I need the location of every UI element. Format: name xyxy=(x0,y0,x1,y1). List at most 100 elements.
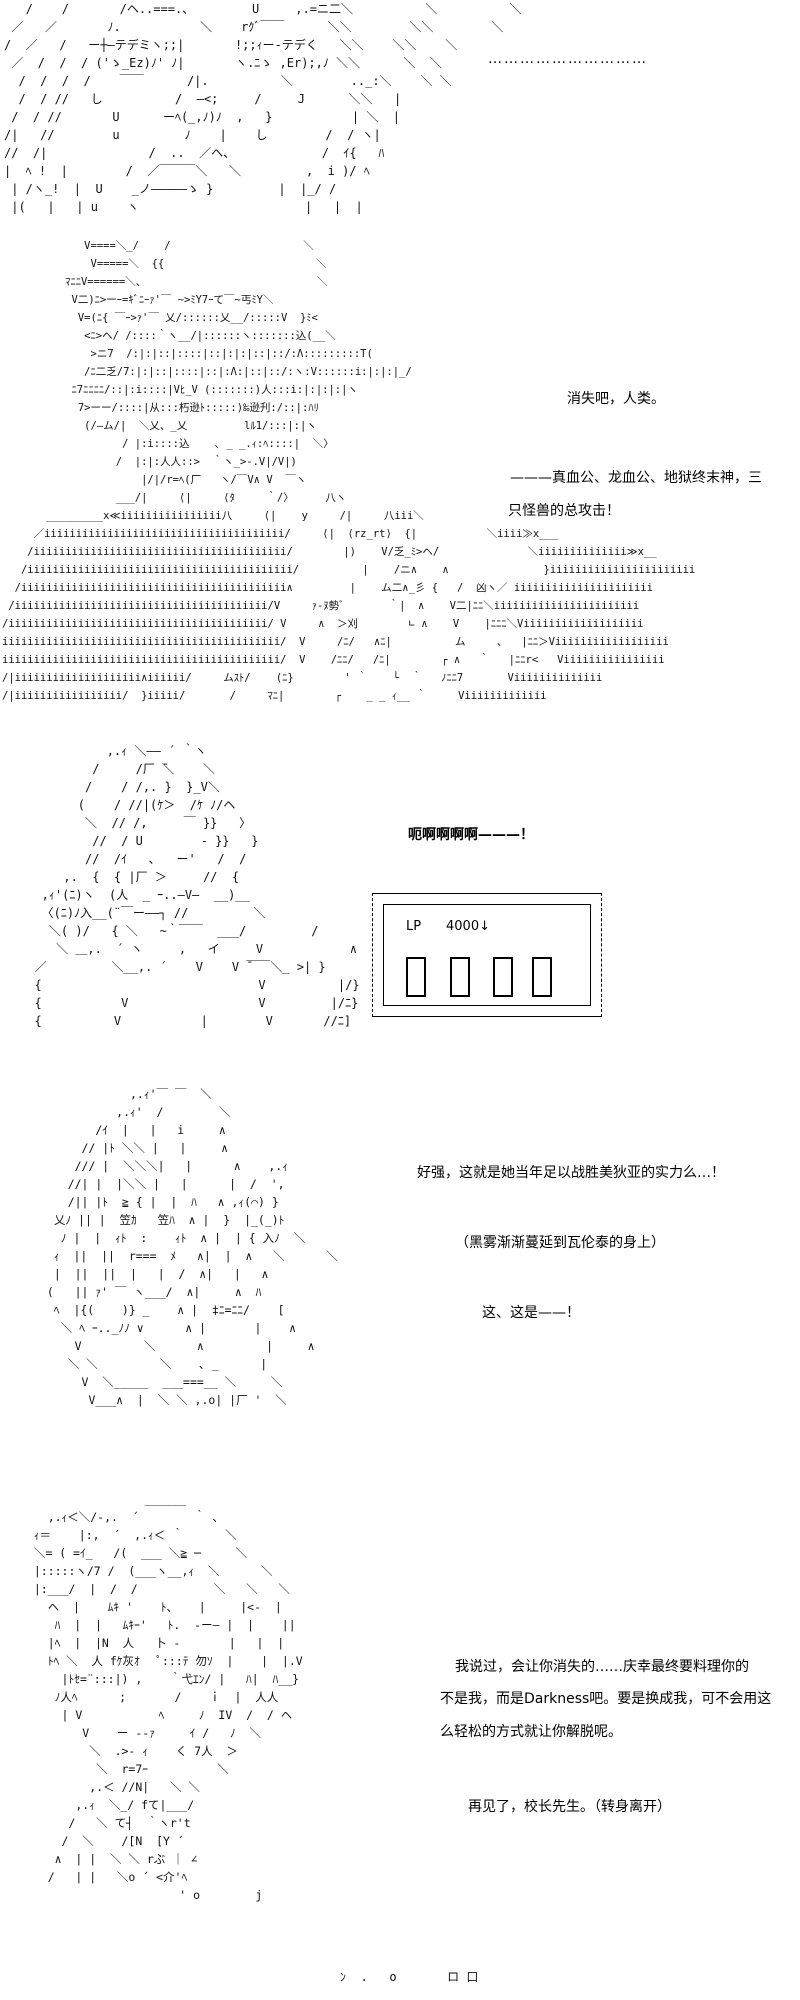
panel3-ascii-art: ,.ｨ ＼—— ´ ｀ヽ / /厂 ̄＼ ＼ / / /,. } }_V＼ ( … xyxy=(20,742,360,1030)
ascii-art-line: | /ヽ_! | U _ノ―――――ゝ } | |_/ / xyxy=(4,182,337,196)
ascii-art-line: 乂ﾉ || | 笠ｶ 笠ﾊ ∧ | } |_(_)ﾄ xyxy=(40,1213,285,1227)
ascii-art-line: | ﾍ ! | / ／￣￣￣＼ ＼ , i )/ ﾍ xyxy=(4,164,370,178)
ascii-art-line: ﾉ人ﾍ ; / ｉ | 人人 xyxy=(20,1690,279,1704)
panel2-dialogue-1: 消失吧，人类。 xyxy=(567,391,665,407)
ascii-art-line: ／ ＼__,. ´ V V ̄￣￣＼_ >| } xyxy=(20,960,326,974)
ascii-art-line: / / // U ーﾍ(_,ﾉ)ﾉ , } | ＼ | xyxy=(4,110,401,124)
ascii-art-line: / / /ヘ..===.、 U ,.=ニ二＼ ＼ ＼ xyxy=(4,2,522,16)
ascii-art-line: ﾊ | | ﾑｷｰ' ﾄ. ‐ー― | | || xyxy=(20,1618,296,1632)
ascii-art-line: / / /,. } }_V＼ xyxy=(20,780,220,794)
ascii-art-line: ,.ｨ ＼_/ fて|___/ xyxy=(20,1798,195,1812)
ascii-art-line: | V ﾍ ﾉ IV / / ヘ xyxy=(20,1708,293,1722)
ascii-art-line: |:___/ | / / ＼ ＼ ＼ xyxy=(20,1582,290,1596)
ascii-art-line: ﾏﾆﾆV======＼、 ＼ xyxy=(2,276,328,288)
ascii-art-line: ヘ | ﾑｷ ' ﾄ、 | |<- | xyxy=(20,1600,282,1614)
ascii-art-line: |ﾄｾ=¨:::|) , ｀弋ｴﾝ/ | ﾊ| ﾊ__} xyxy=(20,1672,300,1686)
panel5-ascii-art: ______ ,.ｨ＜＼/-,. ´ ｀ ､ ｨ＝ |:, ´ ,.ｨ＜ ｀ ＼… xyxy=(20,1490,303,1904)
ascii-art-line: ﾆ7ﾆﾆﾆﾆ/::|:i::::|Vﾋ_V (:::::::)人:::i:|:|… xyxy=(2,384,358,396)
panel5-dialogue-line-3: 么轻松的方式就让你解脱呢。 xyxy=(440,1724,622,1740)
ascii-art-line: ＼( )/ { ＼ ~｀￣￣ ___/ / xyxy=(20,924,319,938)
ascii-art-line: ／ / / / ('ゝ_Ez)ﾉ' ﾉ| ヽ.ﾆゝ ,Er);,ﾉ ＼＼ ＼ ＼ xyxy=(4,56,442,70)
ascii-art-line: V=====＼ {{ ＼ xyxy=(2,258,327,270)
ascii-art-line: 7>ーー/::::|从:::朽逊ﾄ:::::)‰逊刋:/::|:ﾊﾘ xyxy=(2,402,319,414)
ascii-art-line: // /| / .. ／ヘ、 / ｲ{ ﾊ xyxy=(4,146,385,160)
ascii-art-line: ＼ ＿,. ´ ヽ , イ V ∧ xyxy=(20,942,357,956)
ascii-art-line: ,.＜ //N| ＼ ＼ xyxy=(20,1780,200,1794)
ascii-art-line: ＼ r=7ｰ ＼ xyxy=(20,1762,229,1776)
ascii-art-line: // |ﾄ ＼＼ | | ∧ xyxy=(40,1141,228,1155)
ascii-art-line: ' o j xyxy=(20,1888,263,1902)
ascii-art-line: ＼ ＼ ＼ ､ _ | xyxy=(40,1357,268,1371)
ascii-art-line: |/|/r=ﾍ(厂 ヽ/￣V∧ V ￣ヽ xyxy=(2,474,307,486)
ascii-art-line: ___/| ⟨| ⟨ﾀ ｀/〉 八ヽ xyxy=(2,492,347,504)
ascii-art-line: /ｲ | | i ∧ xyxy=(40,1123,226,1137)
ascii-art-line: /iiiiiiiiiiiiiiiiiiiiiiiiiiiiiiiiiiiiiii… xyxy=(2,600,640,612)
ascii-art-line: <ﾆ>ヘ/ /::::｀ヽ__/|::::::ヽ:::::::込(__＼ xyxy=(2,330,336,342)
ascii-art-line: V====＼_/ / ＼ xyxy=(2,240,314,252)
ascii-art-line: ／ ／ ﾉ. ＼ rｸﾞ￣￣ ＼＼ ＼＼ ＼ xyxy=(4,20,504,34)
ascii-art-line: { V | V //ﾆ] xyxy=(20,1014,352,1028)
ascii-art-line: / /厂 ̄＼ ＼ xyxy=(20,762,215,776)
ascii-art-line: /iiiiiiiiiiiiiiiiiiiiiiiiiiiiiiiiiiiiiii… xyxy=(2,618,644,630)
panel5-dialogue-line-2: 不是我，而是Darkness吧。要是换成我，可不会用这 xyxy=(440,1691,772,1707)
ascii-art-line: V ＼ ∧ | ∧ xyxy=(40,1339,315,1353)
ascii-art-line: ｨ＝ |:, ´ ,.ｨ＜ ｀ ＼ xyxy=(20,1528,237,1542)
ascii-art-line: /ﾆ二乏/7:|:|::|::::|::|:Λ:|::|::/:ヽ:V:::::… xyxy=(2,366,412,378)
ascii-art-line: // /ｲ ､ ー' / / xyxy=(20,852,247,866)
ascii-art-line: ＼ // /, ￣ }} 〉 xyxy=(20,816,252,830)
life-points-display: LP 4000↓ xyxy=(372,893,602,1017)
panel4-ascii-art: ,.ｨ'￣ ￣ ＼ ,.ｨ' / ＼ /ｲ | | i ∧ // |ﾄ ＼＼ |… xyxy=(40,1085,338,1409)
ascii-art-line: 〈(ﾆ)ﾉ入__(¨￣ー――┐ // ＼ xyxy=(20,906,266,920)
ascii-art-line: /|iiiiiiiiiiiiiiiiiiii∧iiiiii/ ムｽﾄ/ (ﾆ} … xyxy=(2,672,603,684)
bottom-ascii-fragment: ﾝ . o ロ 口 xyxy=(340,1970,479,1984)
ascii-art-line: / ＼ て┤ ｀ヽr't xyxy=(20,1816,191,1830)
panel3-scream: 呃啊啊啊啊———！ xyxy=(408,827,534,843)
ascii-art-line: (/―ム/| ＼乂、_乂 lﾙ1/:::|:|ヽ xyxy=(2,420,317,432)
ascii-art-line: / / // し / ―<; / J ＼＼ | xyxy=(4,92,402,106)
ascii-art-line: ( / //|(ｹ＞ /ｹ ﾉ/ヘ xyxy=(20,798,236,812)
ascii-art-line: /// | ＼＼＼| | ∧ ,.ｨ xyxy=(40,1159,288,1173)
ascii-art-line: ,ｨ'(ﾆ)ヽ (人 _ ｰ..―V― __)__ xyxy=(20,888,250,902)
lp-value: 4000↓ xyxy=(446,919,490,934)
life-points-inner-frame: LP 4000↓ xyxy=(383,904,591,1006)
ascii-art-line: / ／ / ー┼―テデミヽ;;| !;;ｨー-テデく ＼＼ ＼＼ ＼ xyxy=(4,38,458,52)
panel2-ascii-art: V====＼_/ / ＼ V=====＼ {{ ＼ ﾏﾆﾆV======＼、 ＼… xyxy=(2,238,695,706)
ascii-art-line: ﾄﾍ ＼ 人 fｹ灰ｵ ﾟ:::ﾃ 勿ｿ | | |.V xyxy=(20,1654,303,1668)
ascii-art-line: ／iiiiiiiiiiiiiiiiiiiiiiiiiiiiiiiiiiiiii/… xyxy=(2,528,559,540)
ascii-art-line: / / / / ￣￣ /|. ＼ .._:＼ ＼ ＼ xyxy=(4,74,452,88)
panel2-narration-line-2: 只怪兽的总攻击！ xyxy=(508,503,620,519)
ascii-art-line: iiiiiiiiiiiiiiiiiiiiiiiiiiiiiiiiiiiiiiii… xyxy=(2,654,665,666)
ascii-art-line: /|| |ﾄ ≧ { | | ﾊ ∧ ,ｨ(⌒) } xyxy=(40,1195,279,1209)
ascii-art-line: { V V |/ﾆ} xyxy=(20,996,359,1010)
lp-digit-1 xyxy=(406,957,426,997)
ascii-art-line: | || || | | / ∧| | ∧ xyxy=(40,1267,269,1281)
ascii-art-line: ﾉ | | ｨﾄ : ｨﾄ ∧ | | { 入ﾉ ＼ xyxy=(40,1231,306,1245)
ascii-art-line: /iiiiiiiiiiiiiiiiiiiiiiiiiiiiiiiiiiiiiii… xyxy=(2,564,696,576)
ascii-art-line: V二)ﾆ>ーｰ=ｷﾞﾆｰｧ'￣ ~>ﾐY7ｰて￣~丐ﾐY＼ xyxy=(2,294,274,306)
ascii-art-line: ,.ｨ＜＼/-,. ´ ｀ ､ xyxy=(20,1510,219,1524)
ascii-art-line: // / U ‐ }} } xyxy=(20,834,259,848)
ascii-art-line: ,.ｨ ＼—— ´ ｀ヽ xyxy=(20,744,207,758)
panel5-dialogue-line-1: 我说过，会让你消失的……庆幸最终要料理你的 xyxy=(455,1659,749,1675)
lp-digit-2 xyxy=(450,957,470,997)
ascii-art-line: ,.ｨ'￣ ￣ ＼ xyxy=(40,1087,212,1101)
ascii-art-line: |ﾍ | |N 人 卜 ‐ | | | xyxy=(20,1636,285,1650)
ascii-art-line: ｨ || || r=== ﾒ ∧| | ∧ ＼ ＼ xyxy=(40,1249,338,1263)
ascii-art-line: /iiiiiiiiiiiiiiiiiiiiiiiiiiiiiiiiiiiiiii… xyxy=(2,582,653,594)
ascii-art-line: ,.ｨ' / ＼ xyxy=(40,1105,231,1119)
ascii-art-line: / | | ＼o ´ <介'ﾍ xyxy=(20,1870,188,1884)
ascii-art-line: / |:|:人人::> ｀ヽ_>-.V|/V|) xyxy=(2,456,297,468)
ascii-art-line: V=(ﾆ{ ￣ｰ>ｧ'￣ 乂/::::::乂__/:::::V }ﾐ< xyxy=(2,312,318,324)
ascii-art-line: V ＼_____ ___===__ ＼ ＼ xyxy=(40,1375,283,1389)
ascii-art-line: iiiiiiiiiiiiiiiiiiiiiiiiiiiiiiiiiiiiiiii… xyxy=(2,636,669,648)
ascii-art-line: V___∧ | ＼ ＼ ,.o| |厂 ' ＼ xyxy=(40,1393,287,1407)
ascii-art-line: ∧ | | ＼ ＼ rぶ ｜ ∠ xyxy=(20,1852,198,1866)
lp-label: LP xyxy=(406,919,422,934)
ascii-art-line: //| | |＼＼ | | | / ', xyxy=(40,1177,285,1191)
ascii-art-line: /iiiiiiiiiiiiiiiiiiiiiiiiiiiiiiiiiiiiiii… xyxy=(2,546,657,558)
lp-digit-3 xyxy=(493,957,513,997)
ascii-art-line: { V |/} xyxy=(20,978,360,992)
panel1-ellipsis-caption: ………………………… xyxy=(488,51,648,67)
ascii-art-line: |( | | u ヽ | | | xyxy=(4,200,363,214)
ascii-art-line: / |:i::::込 ､ _ _.ｨ:ﾍ::::| ＼〉 xyxy=(2,438,334,450)
